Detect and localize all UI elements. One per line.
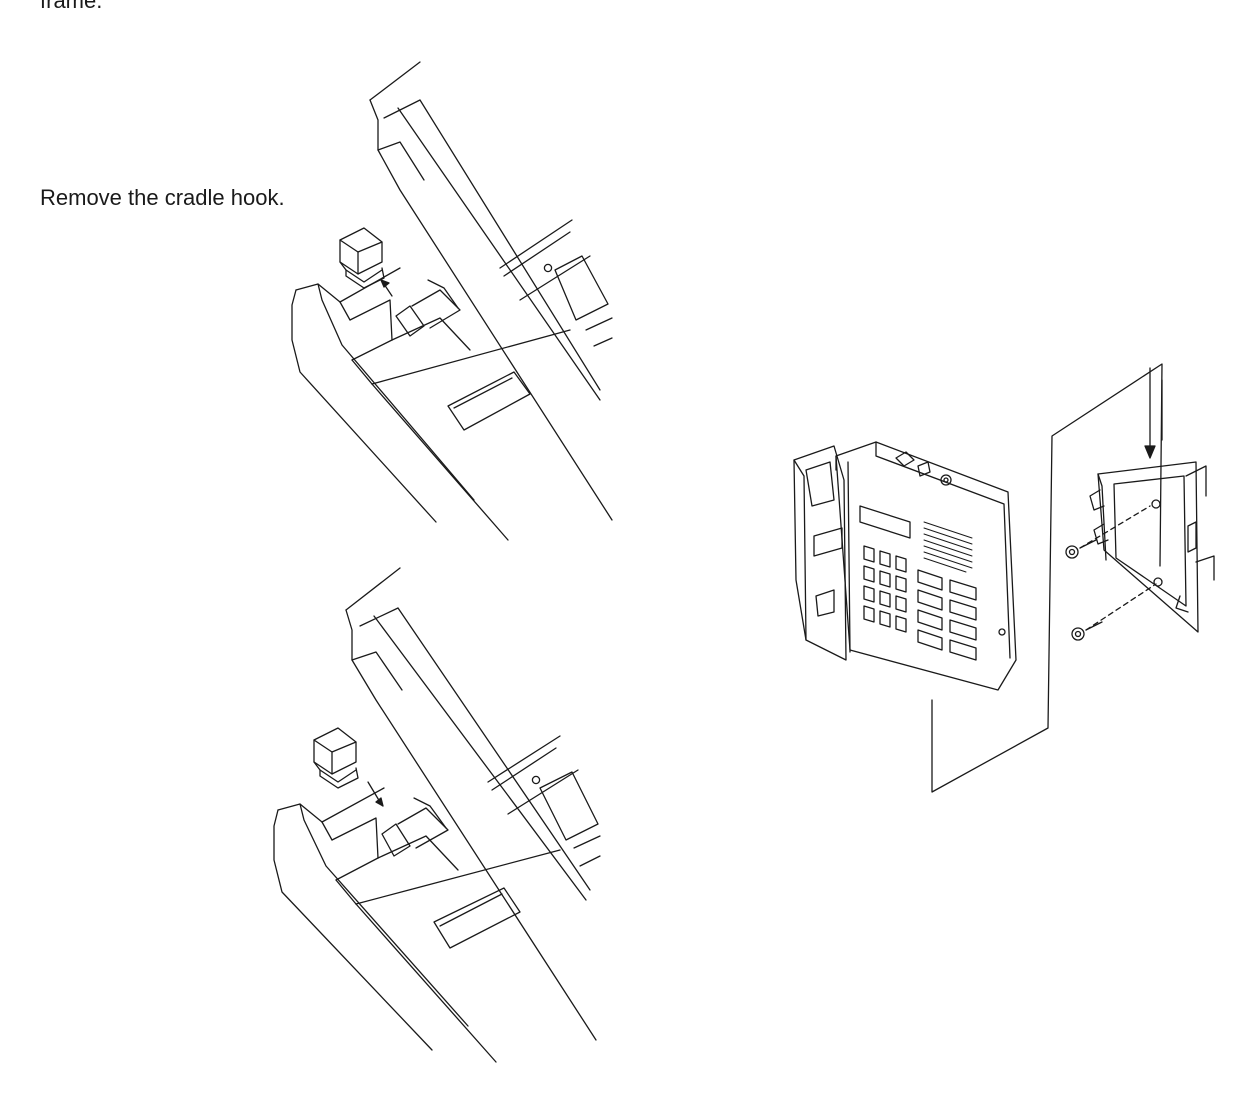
keypad: [864, 546, 976, 660]
cut-off-heading: frame.: [40, 0, 103, 13]
instruction-caption: Remove the cradle hook.: [40, 185, 285, 210]
speaker-grille: [924, 522, 972, 572]
